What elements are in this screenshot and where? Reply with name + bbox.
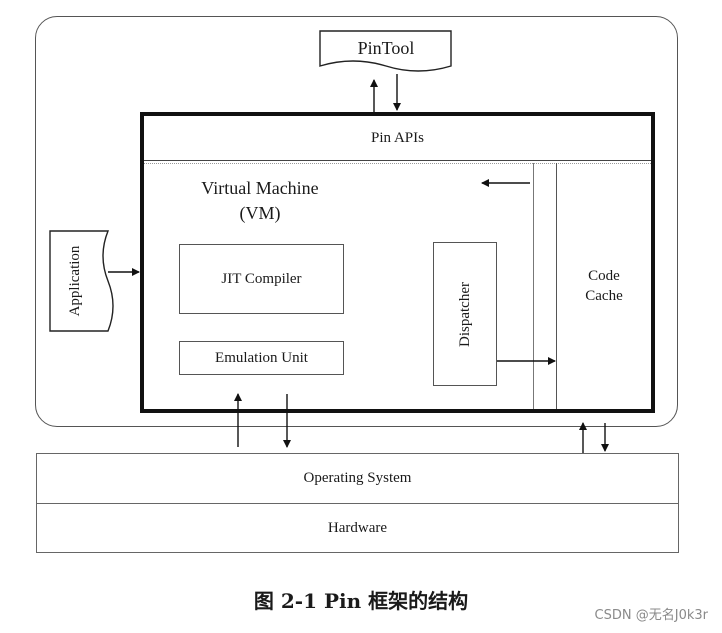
- jit-compiler-label: JIT Compiler: [221, 270, 302, 287]
- emulation-unit-label: Emulation Unit: [215, 349, 308, 366]
- hardware-box: Hardware: [36, 503, 679, 553]
- jit-compiler-box: JIT Compiler: [179, 244, 344, 314]
- pin-apis-label: Pin APIs: [371, 129, 424, 146]
- application-shape: [49, 230, 114, 332]
- code-cache-divider: [533, 163, 534, 409]
- dispatcher-box: Dispatcher: [433, 242, 497, 386]
- watermark: CSDN @无名J0k3r: [594, 608, 708, 623]
- pin-apis-box: Pin APIs: [144, 116, 651, 161]
- operating-system-label: Operating System: [303, 470, 412, 486]
- emulation-unit-box: Emulation Unit: [179, 341, 344, 375]
- code-cache-line2: Cache: [585, 288, 623, 304]
- vm-title-line2: (VM): [239, 203, 281, 223]
- figure-caption: 图 2-1 Pin 框架的结构: [253, 589, 469, 613]
- application-label: Application: [67, 245, 83, 316]
- dotted-divider: [144, 163, 651, 164]
- pintool-label: PinTool: [358, 38, 415, 58]
- hardware-label: Hardware: [327, 519, 388, 536]
- vm-title-line1: Virtual Machine: [201, 178, 319, 198]
- code-cache-line1: Code: [588, 268, 620, 284]
- code-cache-box: Code Cache: [556, 163, 651, 409]
- vm-title: Virtual Machine (VM): [175, 176, 345, 226]
- pintool-shape: [319, 30, 452, 72]
